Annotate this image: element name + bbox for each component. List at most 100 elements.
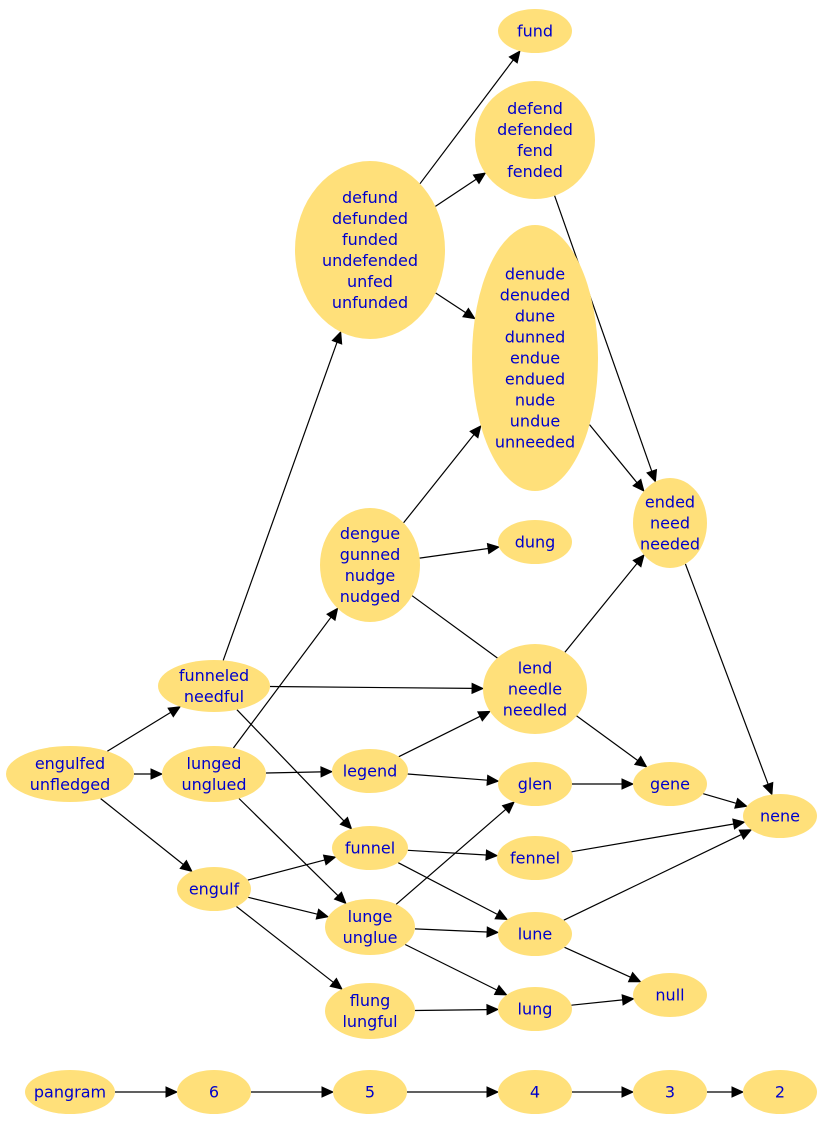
edge-line: [232, 616, 332, 749]
node-ellipse: [498, 9, 572, 53]
node-label-line: lungful: [342, 1012, 397, 1031]
node-label-line: undue: [510, 412, 560, 431]
arrowhead: [472, 172, 487, 185]
node-glen: glen: [498, 762, 572, 806]
edge-line: [414, 1009, 488, 1012]
node-ellipse: [325, 899, 415, 955]
arrowhead: [762, 781, 774, 796]
node-engulf: engulf: [177, 867, 251, 911]
node-label-line: fennel: [510, 849, 560, 868]
node-label-line: denuded: [500, 286, 570, 305]
node-label-line: defund: [342, 188, 398, 207]
edge-line: [265, 771, 322, 774]
arrowhead: [646, 468, 658, 483]
arrowhead: [320, 766, 334, 778]
node-label-line: lung: [518, 1000, 553, 1019]
node-label-line: unneeded: [495, 433, 575, 452]
node-ellipse: [483, 644, 587, 734]
arrowhead: [486, 542, 501, 555]
node-label-line: fended: [507, 162, 563, 181]
arrowhead: [462, 307, 476, 320]
node-label-line: dung: [515, 533, 556, 552]
arrowhead: [486, 1086, 500, 1098]
nodes-layer: funddefenddefendedfendfendeddefunddefund…: [6, 9, 817, 1114]
edge-line: [703, 793, 737, 804]
node-ellipse: [333, 1070, 407, 1114]
arrowhead: [339, 816, 353, 830]
node-ellipse: [320, 508, 420, 622]
edge-line: [269, 685, 473, 689]
edge-r6-to-r5: [251, 1086, 335, 1098]
node-label-line: fend: [517, 141, 553, 160]
edge-engulf-to-flung: [236, 906, 343, 990]
node-label-line: endue: [510, 349, 560, 368]
edge-gene-to-nene: [703, 793, 748, 809]
edges-layer: [100, 50, 774, 1098]
node-r3: 3: [633, 1070, 707, 1114]
edge-funnel-to-lune: [397, 862, 509, 921]
edge-funneled-to-lend: [269, 682, 485, 695]
edge-line: [397, 862, 498, 915]
arrowhead: [738, 829, 753, 841]
edge-line: [403, 434, 475, 524]
edge-line: [407, 773, 488, 781]
node-label-line: lend: [518, 659, 553, 678]
edge-legend-to-glen: [407, 773, 500, 786]
edge-funneled-to-defund: [222, 330, 343, 661]
node-pangram: pangram: [25, 1070, 115, 1114]
edge-dengue-to-dung: [419, 542, 501, 559]
arrowhead: [321, 1086, 335, 1098]
node-label-line: defend: [507, 99, 563, 118]
node-label-line: needful: [184, 687, 244, 706]
edge-line: [684, 563, 769, 785]
arrowhead: [326, 607, 339, 622]
node-denude: denudedenudeddunedunnedendueenduednudeun…: [472, 225, 598, 491]
node-label-line: 6: [209, 1083, 219, 1102]
edge-engulf-to-lunge: [248, 896, 330, 920]
edge-lunge-to-lune: [414, 926, 500, 938]
node-label-line: 5: [365, 1083, 375, 1102]
node-ellipse: [743, 794, 817, 838]
node-label-line: defended: [497, 120, 573, 139]
node-defund: defunddefundedfundedundefendedunfedunfun…: [295, 161, 445, 339]
node-legend: legend: [332, 749, 408, 793]
node-label-line: unfunded: [332, 293, 408, 312]
edge-line: [435, 292, 466, 314]
node-ellipse: [332, 749, 408, 793]
edge-defend-to-ended: [554, 195, 658, 483]
arrowhead: [627, 971, 642, 983]
edge-defund-to-denude: [435, 292, 476, 320]
edge-dengue-to-denude: [403, 424, 482, 524]
edge-denude-to-ended: [589, 424, 645, 493]
node-null: null: [633, 973, 707, 1017]
arrowhead: [179, 859, 193, 873]
node-label-line: needled: [503, 701, 567, 720]
edge-line: [407, 849, 487, 856]
node-ellipse: [472, 225, 598, 491]
node-label-line: unfed: [347, 272, 393, 291]
edge-defund-to-defend: [435, 172, 487, 207]
arrowhead: [621, 994, 635, 1006]
node-r6: 6: [177, 1070, 251, 1114]
arrowhead: [621, 1086, 635, 1098]
node-label-line: nene: [760, 807, 800, 826]
node-label-line: need: [650, 514, 690, 533]
node-label-line: engulfed: [35, 754, 105, 773]
edge-line: [435, 178, 477, 207]
node-label-line: 4: [530, 1083, 540, 1102]
edge-line: [248, 896, 318, 915]
edge-line: [564, 563, 638, 653]
node-ellipse: [498, 762, 572, 806]
arrowhead: [501, 801, 516, 815]
edge-glen-to-gene: [572, 778, 635, 790]
arrowhead: [731, 1086, 745, 1098]
node-ellipse: [498, 912, 572, 956]
arrowhead: [485, 849, 499, 861]
arrowhead: [486, 774, 500, 786]
edge-lung-to-null: [571, 994, 635, 1006]
node-label-line: nudged: [340, 587, 401, 606]
